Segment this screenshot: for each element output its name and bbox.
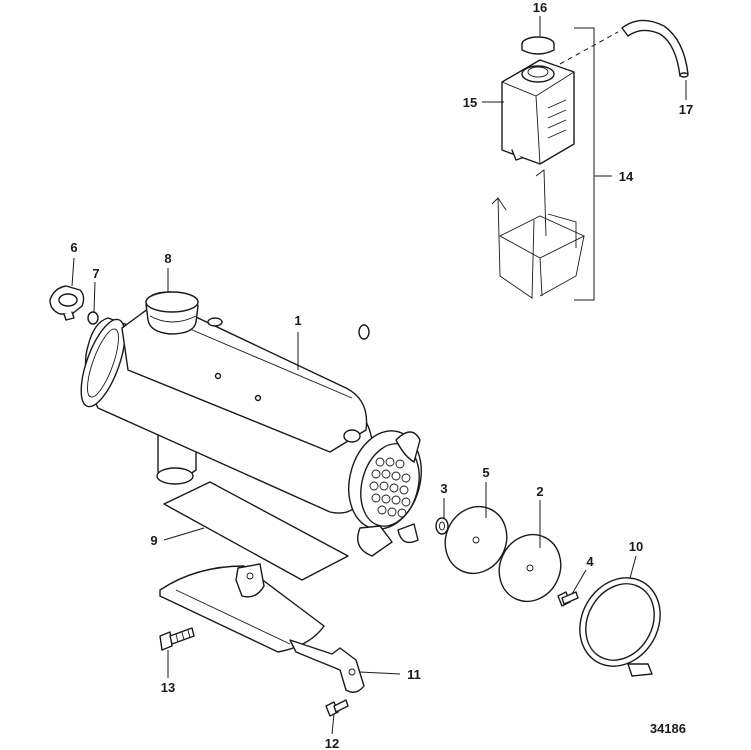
- callout-7: 7: [92, 266, 99, 281]
- o-ring: [87, 311, 99, 325]
- gasket-disc: [444, 505, 508, 575]
- coolant-reservoir: [501, 59, 575, 165]
- callout-5: 5: [482, 465, 489, 480]
- hose-clamp: [579, 577, 661, 677]
- core-tube-grid: [369, 457, 411, 518]
- leader-lines: [71, 16, 687, 735]
- callout-2: 2: [536, 484, 543, 499]
- callout-labels: 1 2 3 4 5 6 7 8 9 10 11 12 13 14 15 16 1…: [70, 0, 693, 750]
- heat-exchanger-body: [80, 299, 422, 557]
- callout-14: 14: [619, 169, 634, 184]
- pressure-cap: [145, 291, 199, 335]
- washer: [435, 517, 449, 535]
- reservoir-bracket: [491, 169, 586, 299]
- bolt-13: [159, 627, 195, 651]
- callout-9: 9: [150, 533, 157, 548]
- callout-4: 4: [586, 554, 594, 569]
- figure-number: 34186: [650, 721, 686, 736]
- callout-1: 1: [294, 313, 301, 328]
- screw: [557, 591, 579, 607]
- callout-10: 10: [629, 539, 643, 554]
- bolt-12: [325, 699, 349, 717]
- callout-13: 13: [161, 680, 175, 695]
- callout-12: 12: [325, 736, 339, 750]
- cover-plate: [498, 533, 562, 603]
- reservoir-cap: [521, 36, 555, 55]
- callout-3: 3: [440, 481, 447, 496]
- callout-15: 15: [463, 95, 477, 110]
- callout-6: 6: [70, 240, 77, 255]
- overflow-hose: [621, 19, 689, 78]
- callout-17: 17: [679, 102, 693, 117]
- drain-plug: [49, 285, 85, 321]
- gasket: [163, 481, 349, 581]
- callout-11: 11: [407, 667, 421, 682]
- callout-16: 16: [533, 0, 547, 15]
- mounting-bracket: [159, 563, 365, 693]
- callout-8: 8: [164, 251, 171, 266]
